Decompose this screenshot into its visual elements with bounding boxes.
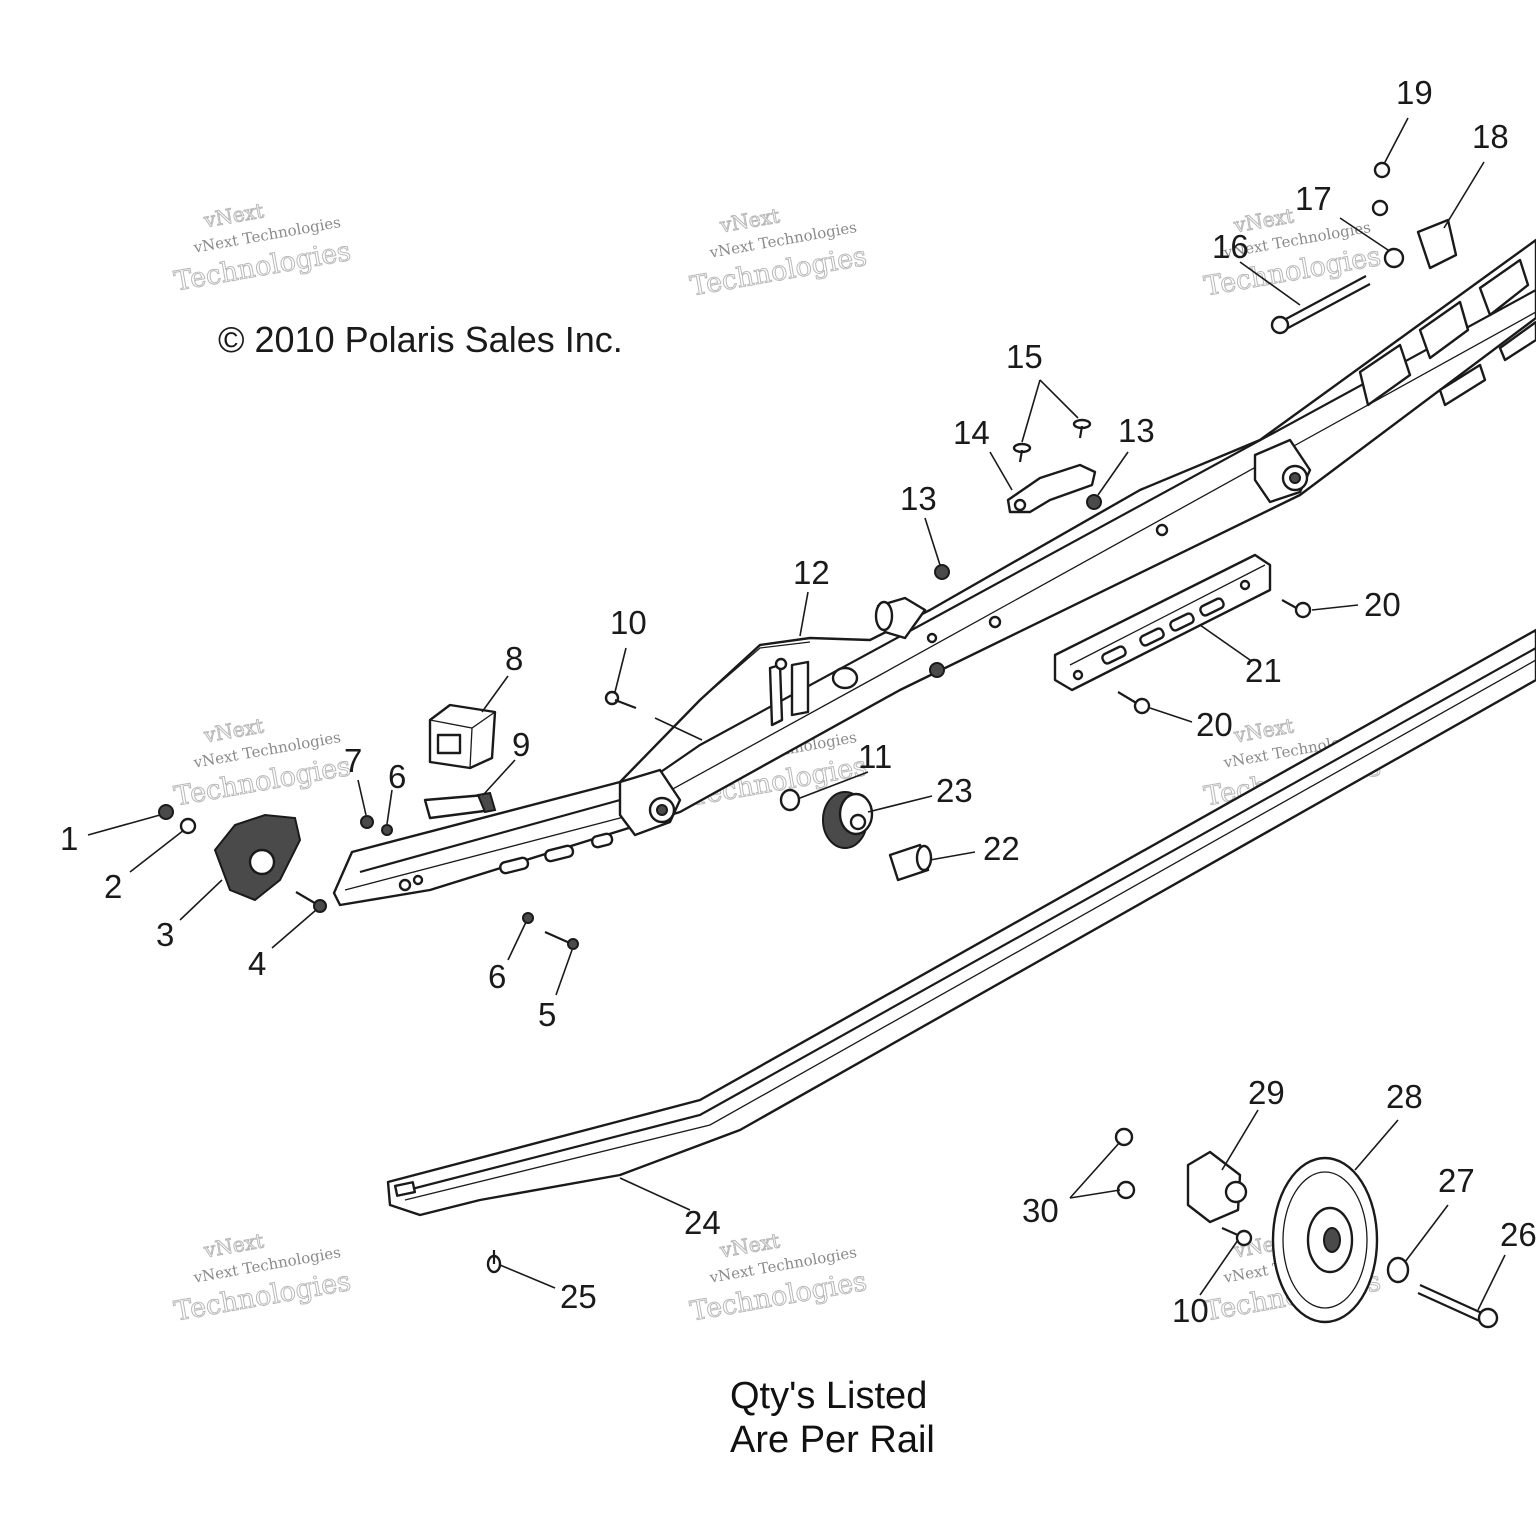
rivet-part [486,1250,502,1274]
callout-30: 30 [1022,1192,1059,1229]
callout-10: 10 [1172,1292,1209,1329]
callout-16: 16 [1212,228,1249,265]
callout-4: 4 [248,945,266,982]
callout-19: 19 [1396,74,1433,111]
callout-8: 8 [505,640,523,677]
watermark: vNext vNext Technologies Technologies [171,1228,353,1328]
note-line-1: Qty's Listed [730,1375,927,1417]
bracket-part [1416,218,1458,270]
bolt-part [1417,1283,1499,1329]
washer-part [1386,1256,1410,1284]
callout-17: 17 [1295,180,1332,217]
bolt-part [1270,275,1371,335]
watermark: vNext vNext Technologies Technologies [171,713,353,813]
callout-25: 25 [560,1278,597,1315]
nut-part [1116,1180,1136,1200]
wear-strip [386,628,1536,1217]
callout-10: 10 [610,604,647,641]
nut-part [158,804,174,820]
nut-part [1114,1127,1134,1147]
callout-15: 15 [1006,338,1043,375]
callout-11: 11 [858,738,892,775]
bolt-part [295,891,327,913]
callout-20: 20 [1196,706,1233,743]
upper-rail [332,238,1536,907]
callout-20: 20 [1364,586,1401,623]
callout-29: 29 [1248,1074,1285,1111]
callout-1: 1 [60,820,78,857]
callout-21: 21 [1245,652,1282,689]
callout-labels: 1 2 3 4 5 6 6 7 8 9 10 10 11 12 13 13 14… [60,74,1536,1329]
rivet-part [1012,418,1092,463]
bolt-part [1281,599,1312,619]
callout-2: 2 [104,868,122,905]
callout-6: 6 [388,758,406,795]
stop-block [428,703,497,770]
idler-cover [213,813,302,902]
washer-part [179,817,197,835]
nut-part [934,564,950,580]
slide-block [1053,553,1272,692]
callout-28: 28 [1386,1078,1423,1115]
callout-18: 18 [1472,118,1509,155]
callout-24: 24 [684,1204,721,1241]
callout-27: 27 [1438,1162,1475,1199]
callout-6: 6 [488,958,506,995]
bolt-part [544,930,579,950]
callout-13: 13 [900,480,937,517]
bumper-part [423,791,497,820]
shaft-part [888,843,933,882]
idler-wheel [822,791,874,849]
leader-lines [87,117,1506,1311]
pivot-block [1186,1150,1248,1224]
nut-part [522,912,534,924]
copyright-text: © 2010 Polaris Sales Inc. [218,319,623,360]
bolt-part [1117,691,1151,715]
callout-7: 7 [344,742,362,779]
callout-22: 22 [983,830,1020,867]
bracket-part [1006,463,1097,514]
callout-26: 26 [1500,1216,1536,1253]
bolt-part [604,690,637,710]
watermark: vNext vNext Technologies Technologies [171,198,353,298]
callout-13: 13 [1118,412,1155,449]
callout-14: 14 [953,414,990,451]
callout-23: 23 [936,772,973,809]
nut-part [381,824,393,836]
nut-part [1383,247,1405,269]
nut-part [1086,494,1102,510]
idler-wheel [1271,1156,1379,1324]
washer-part [779,788,801,812]
nut-part [1373,161,1391,179]
nut-part [1371,199,1389,217]
watermark: vNext vNext Technologies Technologies [687,203,869,303]
callout-5: 5 [538,996,556,1033]
callout-12: 12 [793,554,830,591]
nut-part [360,815,374,829]
callout-3: 3 [156,916,174,953]
note-line-2: Are Per Rail [730,1419,935,1461]
callout-9: 9 [512,726,530,763]
watermark: vNext vNext Technologies Technologies [1201,203,1383,303]
bolt-part [1221,1226,1253,1247]
